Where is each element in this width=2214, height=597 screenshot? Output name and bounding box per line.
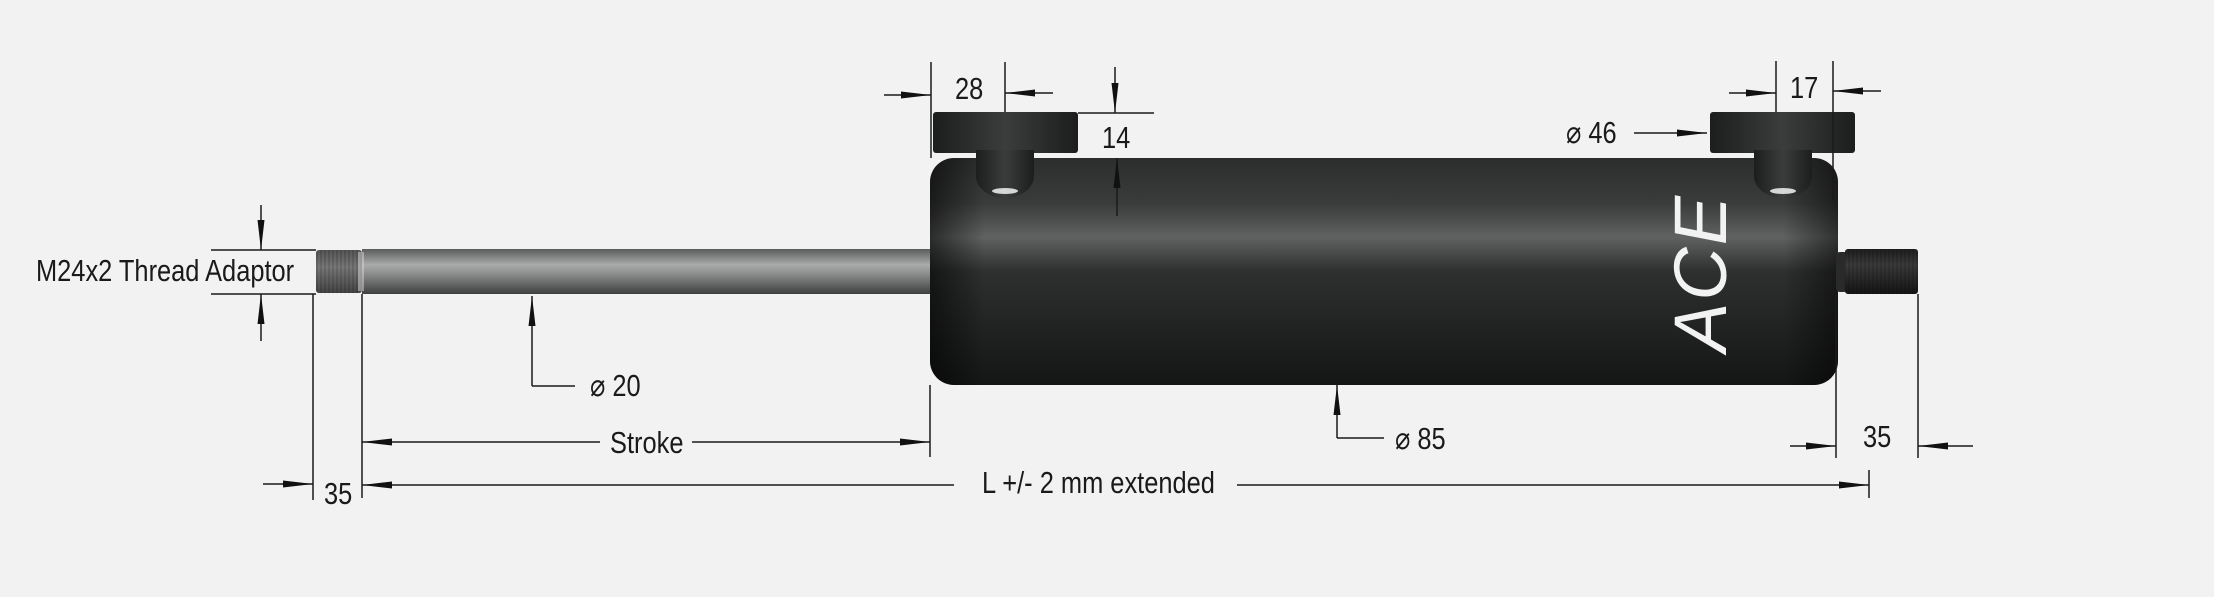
- cylinder-body: [930, 158, 1838, 385]
- rod-end-length-label: 35: [324, 476, 353, 511]
- mount-diameter-label: ⌀ 46: [1566, 115, 1617, 150]
- mount-height-label: 14: [1102, 120, 1131, 155]
- front-mount-disc: [933, 112, 1078, 153]
- dimension-lines: [211, 61, 1973, 500]
- rear-thread-length-label: 35: [1863, 419, 1892, 454]
- rod-diameter-label: ⌀ 20: [590, 368, 641, 403]
- rear-mount-offset-label: 17: [1790, 70, 1819, 105]
- stroke-label: Stroke: [610, 425, 684, 460]
- rear-mount-disc: [1710, 112, 1855, 153]
- overall-length-label: L +/- 2 mm extended: [982, 465, 1215, 500]
- body-diameter-label: ⌀ 85: [1395, 421, 1446, 456]
- thread-adaptor-label: M24x2 Thread Adaptor: [36, 253, 295, 288]
- piston-rod: [316, 249, 932, 294]
- front-mount-width-label: 28: [955, 71, 984, 106]
- rear-thread: [1836, 249, 1918, 294]
- brand-logo: ACE: [1659, 193, 1742, 352]
